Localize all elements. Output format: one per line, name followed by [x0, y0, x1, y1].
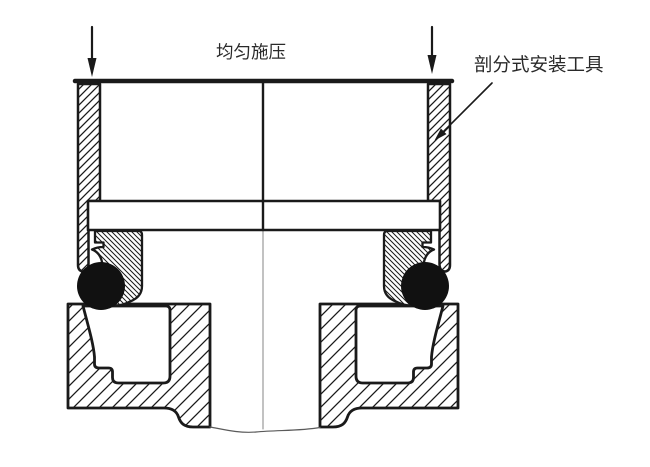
- pressure-arrow-left-icon: [87, 25, 97, 77]
- o-rings: [77, 262, 449, 310]
- o-ring-left: [77, 262, 125, 310]
- tool-leader: [434, 82, 493, 141]
- leader-line: [440, 82, 493, 135]
- housing-right-section: [318, 302, 460, 429]
- tool-label: 剖分式安装工具: [474, 54, 604, 75]
- diagram-art: 均匀施压 剖分式安装工具: [66, 25, 604, 433]
- pressure-arrow-right-icon: [427, 25, 437, 74]
- o-ring-right: [401, 262, 449, 310]
- shaft-break-line: [209, 426, 321, 433]
- pressure-label: 均匀施压: [216, 42, 286, 62]
- housing-left-section: [66, 302, 212, 429]
- leader-arrow-icon: [434, 128, 447, 141]
